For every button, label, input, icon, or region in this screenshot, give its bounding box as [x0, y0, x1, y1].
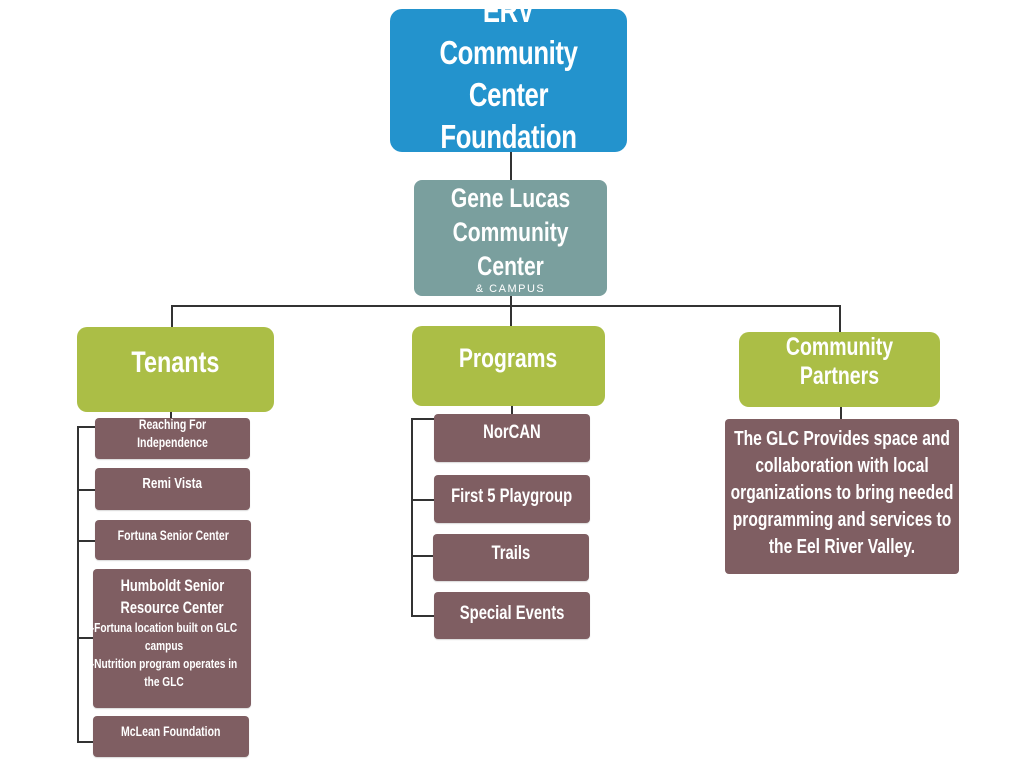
connector-to-tenants	[171, 305, 173, 328]
connector-to-partners	[839, 305, 841, 333]
connector-tenant-4	[77, 637, 95, 639]
tenant-reaching-for-independence: Reaching For Independence	[95, 416, 250, 459]
tenant-remi-vista: Remi Vista	[95, 468, 250, 510]
node-erv-foundation-line2: Center Foundation	[440, 75, 577, 155]
connector-program-1	[411, 418, 435, 420]
category-programs: Programs	[412, 326, 605, 406]
program-label: NorCAN	[483, 422, 541, 443]
node-erv-foundation: ERV Community Center Foundation	[390, 0, 627, 155]
node-gene-lucas-subtitle: & CAMPUS	[475, 283, 546, 295]
category-programs-label: Programs	[459, 342, 558, 373]
connector-tenant-1	[77, 426, 95, 428]
tenant-label: Fortuna Senior Center	[117, 528, 229, 543]
hsrc-title-line2: Resource Center	[120, 599, 224, 617]
connector-tenant-3	[77, 540, 95, 542]
tenant-label: Remi Vista	[142, 475, 203, 492]
partners-description: The GLC Provides space and collaboration…	[725, 419, 959, 574]
connector-center-down	[510, 295, 512, 326]
program-label: First 5 Playgroup	[451, 486, 573, 507]
connector-root-center	[510, 151, 512, 181]
category-community-partners: Community Partners	[739, 332, 940, 407]
connector-programs-down	[511, 405, 513, 415]
program-norcan: NorCAN	[434, 414, 590, 462]
tenant-fortuna-senior-center: Fortuna Senior Center	[95, 520, 251, 560]
connector-tenants-down	[170, 411, 172, 419]
connector-tenant-2	[77, 489, 95, 491]
node-gene-lucas-center: Gene Lucas Community Center & CAMPUS	[414, 180, 607, 296]
connector-program-4	[411, 615, 434, 617]
program-label: Special Events	[459, 602, 565, 624]
partners-description-text: The GLC Provides space and collaboration…	[730, 428, 954, 558]
tenant-label: McLean Foundation	[121, 723, 221, 739]
category-partners-label: Community Partners	[785, 332, 894, 390]
category-tenants: Tenants	[77, 327, 274, 412]
node-gene-lucas-line1: Gene Lucas	[450, 183, 571, 213]
category-tenants-label: Tenants	[131, 345, 220, 379]
connector-tenants-spine	[77, 426, 79, 742]
hsrc-detail-1: -Fortuna location built on GLC campus	[90, 620, 238, 653]
node-erv-foundation-line1: ERV Community	[439, 0, 578, 71]
hsrc-detail-2: -Nutrition program operates in the GLC	[90, 656, 238, 689]
tenant-mclean-foundation: McLean Foundation	[93, 716, 249, 757]
hsrc-title-line1: Humboldt Senior	[120, 577, 224, 595]
program-label: Trails	[491, 542, 531, 564]
program-trails: Trails	[433, 534, 589, 581]
connector-program-2	[411, 499, 434, 501]
node-gene-lucas-line2: Community Center	[452, 217, 569, 281]
program-special-events: Special Events	[434, 592, 590, 639]
connector-tenant-5	[77, 741, 95, 743]
program-first-5-playgroup: First 5 Playgroup	[434, 475, 590, 523]
tenant-label: Reaching For Independence	[137, 416, 208, 450]
tenant-humboldt-senior-resource-center: Humboldt Senior Resource Center -Fortuna…	[90, 569, 251, 708]
connector-programs-spine	[411, 418, 413, 616]
connector-horizontal-bus	[171, 305, 840, 307]
connector-program-3	[411, 555, 433, 557]
connector-partners-down	[840, 406, 842, 419]
